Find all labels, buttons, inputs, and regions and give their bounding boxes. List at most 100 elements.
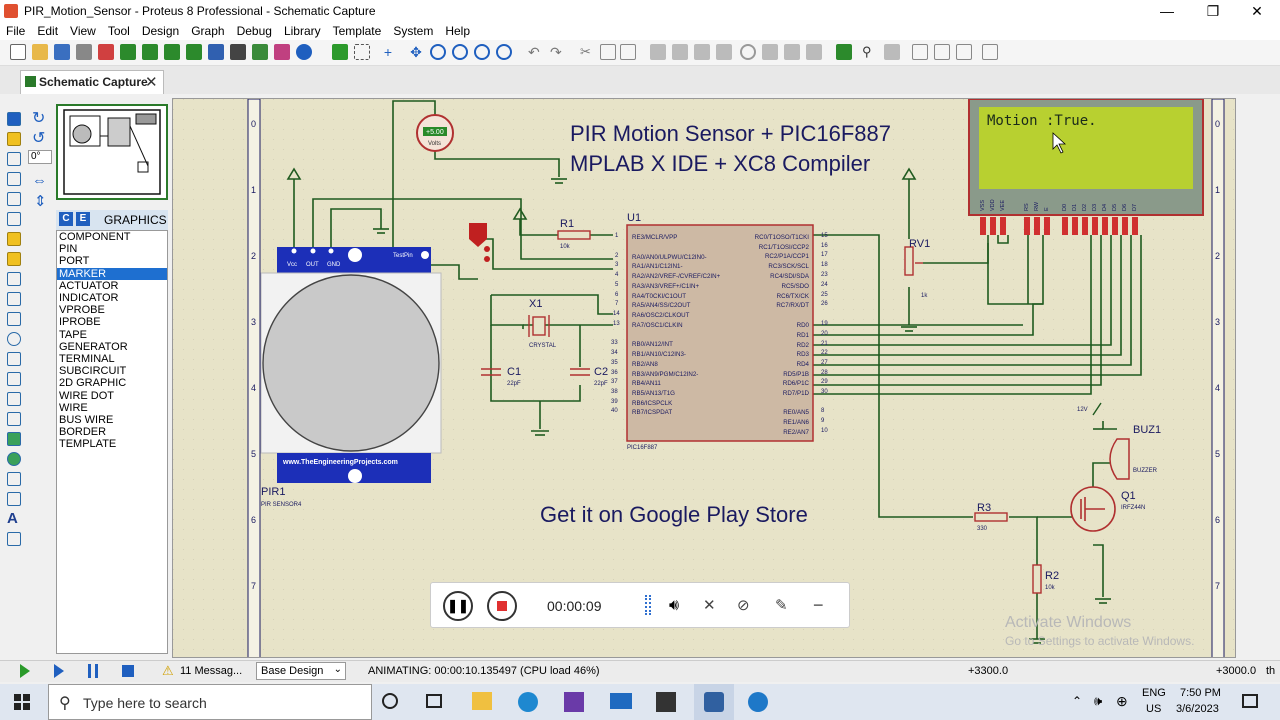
edge-browser-icon[interactable] <box>518 692 538 712</box>
list-item[interactable]: TEMPLATE <box>59 438 117 451</box>
block-rotate-icon[interactable] <box>694 44 710 60</box>
pan-icon[interactable]: ✥ <box>410 44 422 60</box>
list-item[interactable]: COMPONENT <box>59 231 131 243</box>
packaging-tool-icon[interactable] <box>784 44 800 60</box>
recorder-app-icon[interactable] <box>748 692 768 712</box>
pcb-layout-icon[interactable] <box>142 44 158 60</box>
list-item[interactable]: WIRE <box>59 401 88 414</box>
minimize-button[interactable]: — <box>1160 3 1174 19</box>
visual-studio-icon[interactable] <box>564 692 584 712</box>
mail-icon[interactable] <box>610 693 632 709</box>
store-icon[interactable] <box>656 692 676 712</box>
list-item-selected[interactable]: MARKER <box>57 267 167 280</box>
stop-record-button[interactable] <box>487 591 517 621</box>
box-2d-icon[interactable] <box>7 432 21 446</box>
network-globe-icon[interactable]: ⊕ <box>1116 693 1128 709</box>
menu-file[interactable]: File <box>6 24 26 38</box>
list-item[interactable]: BUS WIRE <box>59 414 114 427</box>
redo-icon[interactable]: ↷ <box>550 44 562 60</box>
search-tag-icon[interactable]: ⚲ <box>862 44 872 59</box>
speaker-icon[interactable]: 🔊︎ <box>669 597 680 614</box>
windows-start-icon[interactable] <box>14 694 30 710</box>
webcam-off-icon[interactable]: ⊘ <box>737 597 750 614</box>
grid-icon[interactable] <box>354 44 370 60</box>
tray-chevron-icon[interactable]: ⌃ <box>1072 694 1083 708</box>
3d-view-icon[interactable] <box>186 44 202 60</box>
list-item[interactable]: 2D GRAPHIC <box>59 377 127 390</box>
refresh-icon[interactable] <box>332 44 348 60</box>
zoom-out-icon[interactable] <box>452 44 468 60</box>
tab-close-icon[interactable]: ✕ <box>145 74 158 91</box>
voltage-probe-icon[interactable] <box>7 352 21 366</box>
remove-sheet-icon[interactable] <box>934 44 950 60</box>
mic-muted-icon[interactable]: ✕ <box>703 597 716 614</box>
save-icon[interactable] <box>54 44 70 60</box>
netlist-icon[interactable] <box>982 44 998 60</box>
list-item[interactable]: PORT <box>59 255 90 268</box>
junction-dot-icon[interactable] <box>7 152 21 166</box>
copy-icon[interactable] <box>600 44 616 60</box>
buses-icon[interactable] <box>7 212 21 226</box>
terminals-icon[interactable] <box>7 252 21 266</box>
zoom-all-icon[interactable] <box>474 44 490 60</box>
maximize-button[interactable]: ❐ <box>1206 3 1220 19</box>
list-item[interactable]: GENERATOR <box>59 340 128 353</box>
subcircuit-icon[interactable] <box>7 232 21 246</box>
block-delete-icon[interactable] <box>716 44 732 60</box>
new-file-icon[interactable] <box>10 44 26 60</box>
exit-to-parent-icon[interactable] <box>956 44 972 60</box>
list-item[interactable]: WIRE DOT <box>59 389 114 402</box>
mirror-y-icon[interactable]: ⇕ <box>34 193 47 210</box>
taskbar-search-box[interactable]: ⚲ Type here to search <box>48 684 372 720</box>
origin-icon[interactable]: + <box>383 44 393 60</box>
menu-debug[interactable]: Debug <box>236 24 272 38</box>
file-explorer-icon[interactable] <box>472 692 492 710</box>
undo-icon[interactable]: ↶ <box>528 44 540 60</box>
proteus-taskbar-button[interactable] <box>694 684 734 720</box>
virtual-instruments-icon[interactable] <box>7 392 21 406</box>
schematic-icon[interactable] <box>120 44 136 60</box>
list-item[interactable]: IPROBE <box>59 316 101 329</box>
pick-device-icon[interactable] <box>740 44 756 60</box>
device-pins-icon[interactable] <box>7 272 21 286</box>
cut-icon[interactable]: ✂ <box>580 44 591 59</box>
play-simulation-icon[interactable] <box>20 664 30 678</box>
menu-system[interactable]: System <box>393 24 434 38</box>
list-item[interactable]: VPROBE <box>59 304 105 317</box>
menu-view[interactable]: View <box>70 24 96 38</box>
step-simulation-icon[interactable] <box>54 664 64 678</box>
list-item[interactable]: INDICATOR <box>59 292 119 305</box>
menu-design[interactable]: Design <box>141 24 180 38</box>
clock-time[interactable]: 7:50 PM <box>1180 687 1221 699</box>
close-window-button[interactable]: ✕ <box>1251 3 1263 19</box>
property-tool-icon[interactable] <box>884 44 900 60</box>
menu-tool[interactable]: Tool <box>107 24 130 38</box>
wire-autorouter-icon[interactable] <box>836 44 852 60</box>
pause-simulation-icon[interactable] <box>88 664 98 678</box>
cortana-icon[interactable] <box>382 693 398 709</box>
overview-window[interactable] <box>56 104 168 200</box>
graph-mode-icon[interactable] <box>7 292 21 306</box>
rotation-angle-field[interactable]: 0° <box>28 150 52 164</box>
generator-icon[interactable] <box>7 332 21 346</box>
text-script-icon[interactable] <box>7 192 21 206</box>
new-sheet-icon[interactable] <box>912 44 928 60</box>
list-item[interactable]: SUBCIRCUIT <box>59 365 127 378</box>
notification-center-icon[interactable] <box>1242 694 1258 708</box>
list-item[interactable]: BORDER <box>59 426 107 439</box>
component-mode-icon[interactable] <box>7 132 21 146</box>
line-2d-icon[interactable] <box>7 412 21 426</box>
menu-library[interactable]: Library <box>283 24 321 38</box>
pause-button[interactable]: ❚❚ <box>443 591 473 621</box>
pen-annotate-icon[interactable]: ✎ <box>775 597 788 614</box>
rotate-ccw-icon[interactable]: ↺ <box>32 130 46 147</box>
rotate-cw-icon[interactable]: ↻ <box>32 110 46 127</box>
wire-label-icon[interactable] <box>7 172 21 186</box>
bom-icon[interactable] <box>208 44 224 60</box>
schematic-canvas[interactable]: 0 1 2 3 4 5 6 7 0 1 2 3 4 5 6 7 PIR Moti… <box>172 98 1236 658</box>
list-item[interactable]: PIN <box>59 243 78 256</box>
minimize-recorder-icon[interactable]: − <box>813 595 824 615</box>
menu-graph[interactable]: Graph <box>191 24 225 38</box>
current-probe-icon[interactable] <box>7 372 21 386</box>
help-icon[interactable] <box>296 44 312 60</box>
